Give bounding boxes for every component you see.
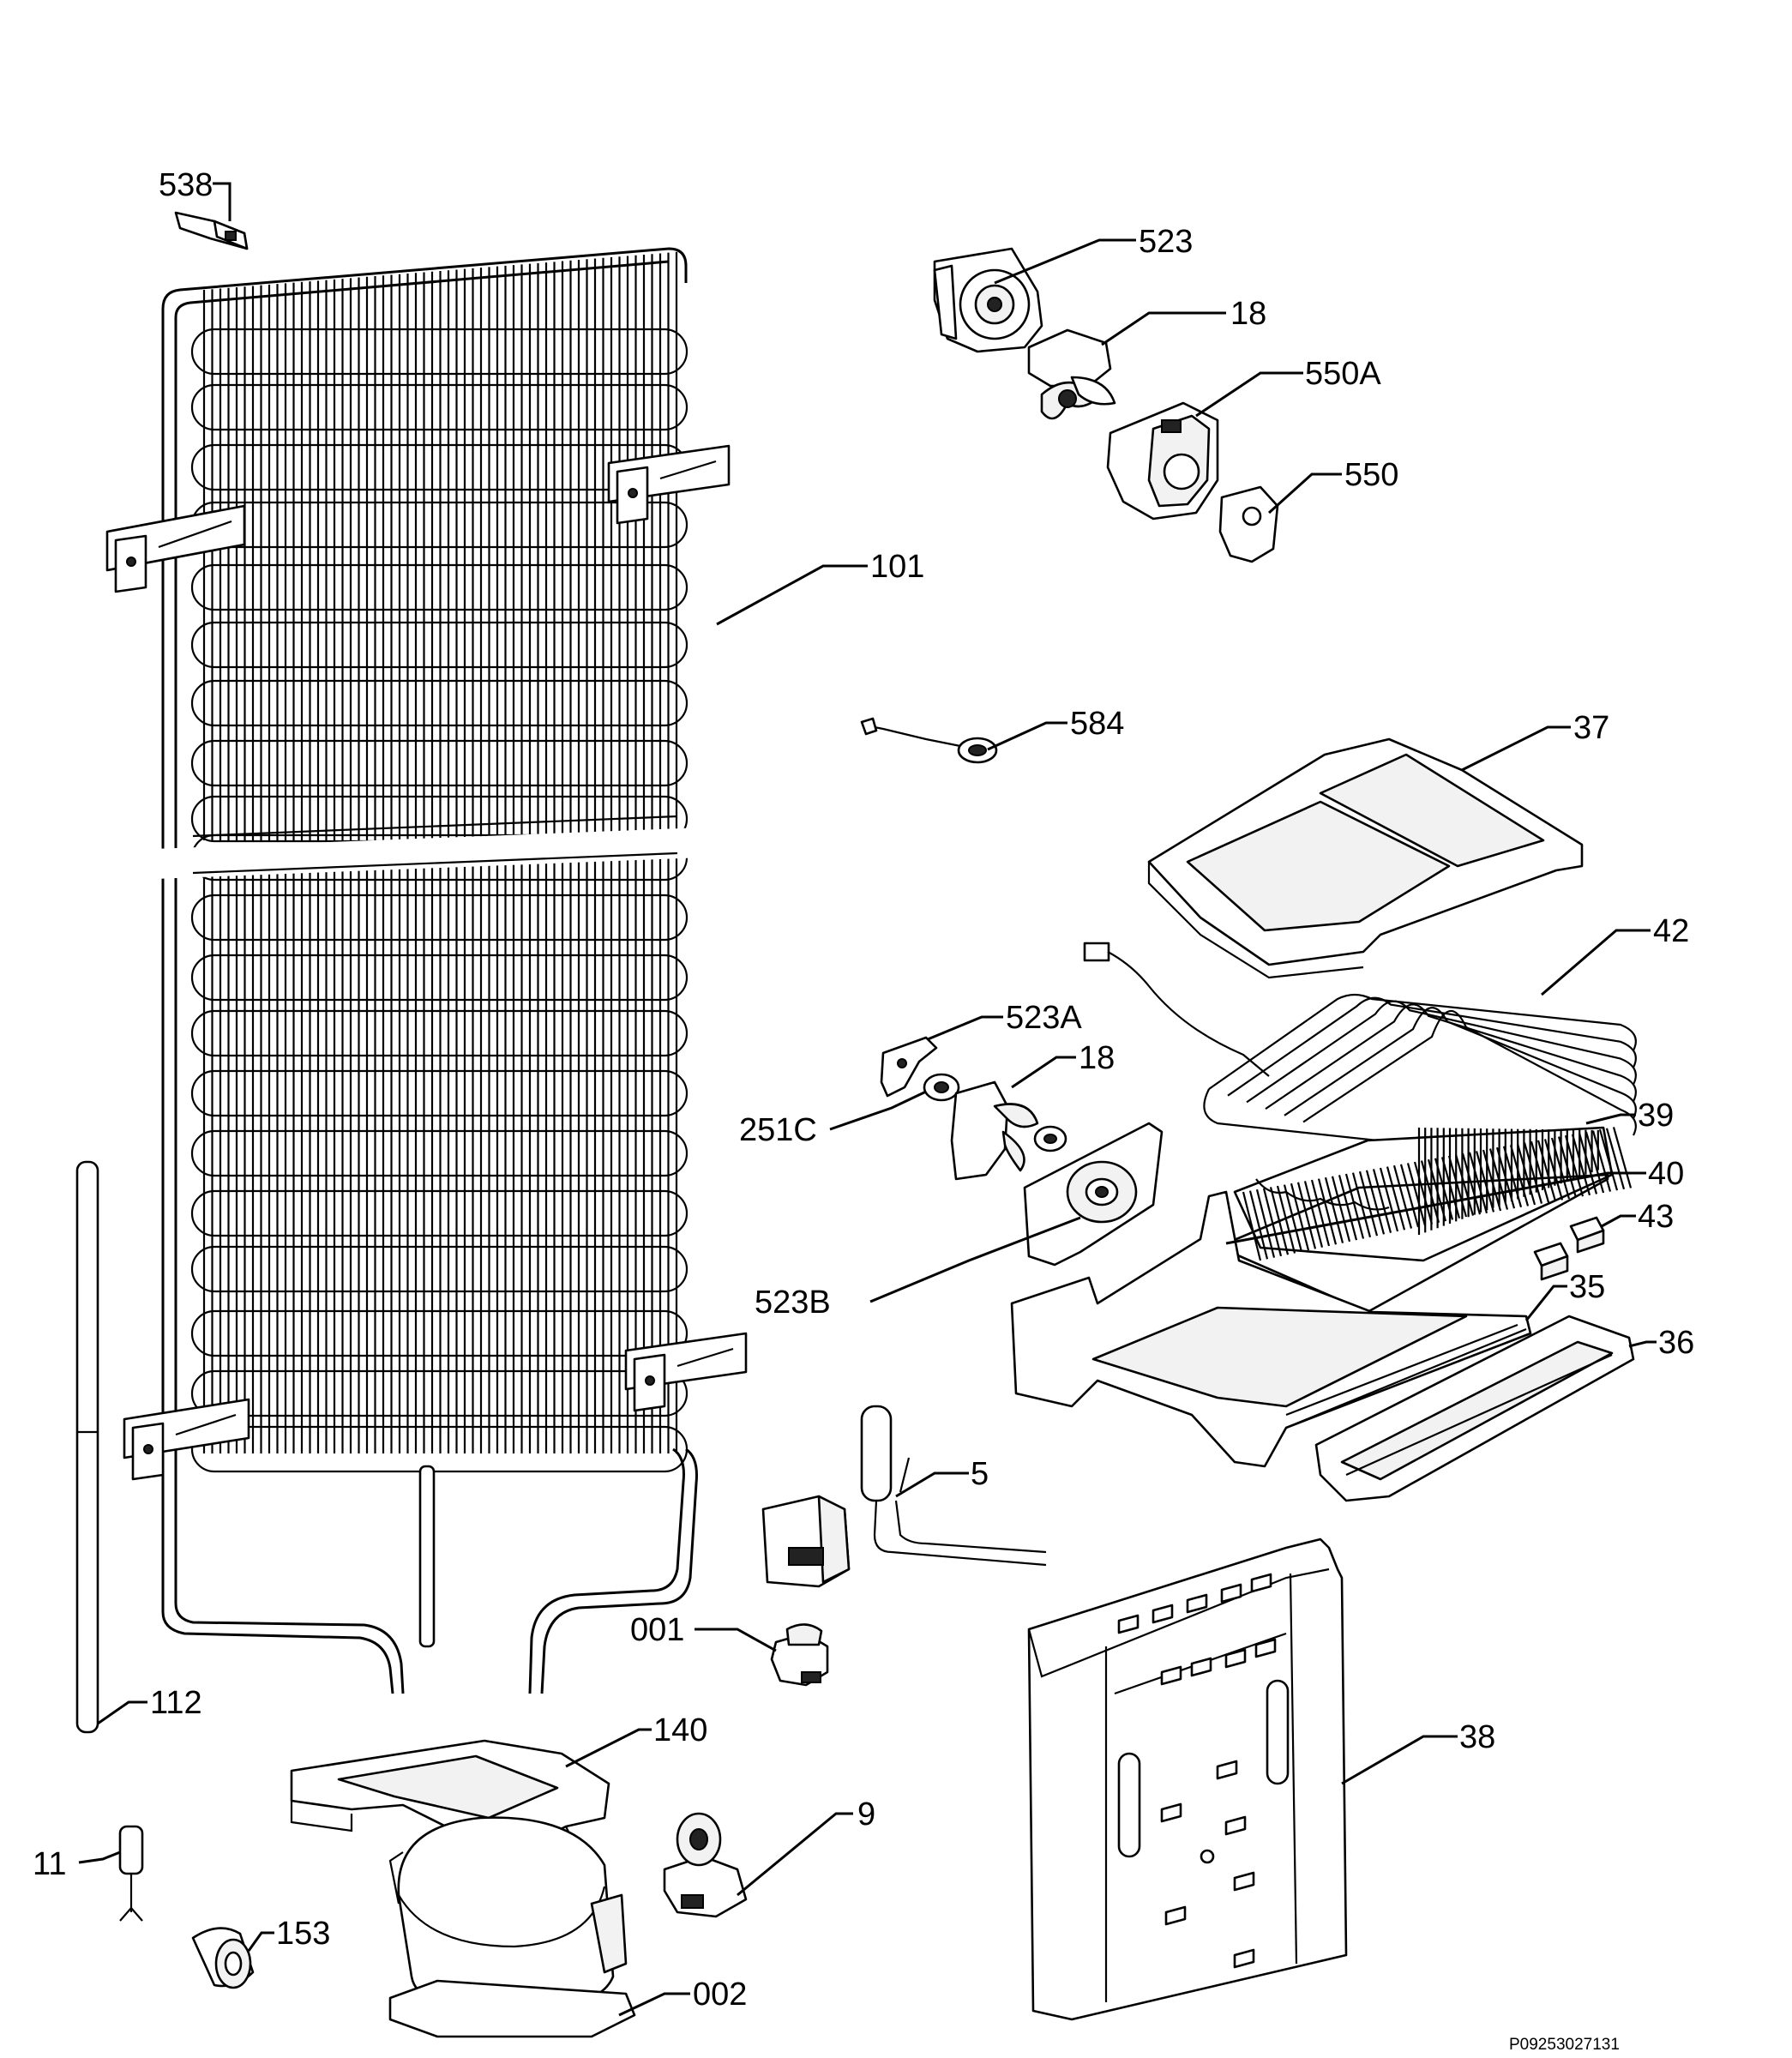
connector-part-538[interactable] [174,211,249,250]
callout-5: 5 [971,1456,989,1492]
callout-112: 112 [150,1685,202,1721]
evaporator-part-39[interactable] [1233,1126,1633,1262]
cover-panel-part-37[interactable] [1147,737,1584,979]
callout-002: 002 [693,1977,747,2013]
tube-part-112[interactable] [75,1160,99,1734]
drip-tray-part-35[interactable] [1010,1190,1532,1468]
callout-523a: 523A [1006,1000,1082,1036]
callout-550: 550 [1344,457,1398,493]
relay-part-001[interactable] [770,1623,829,1687]
grommet-part-251C[interactable] [923,1073,960,1102]
callout-35: 35 [1569,1269,1605,1305]
leader-lines [78,182,1657,2017]
callout-9: 9 [857,1796,875,1832]
valve-fitting-part-11[interactable] [118,1825,144,1922]
callout-251c: 251C [739,1112,817,1148]
duct-part-36[interactable] [1314,1315,1635,1502]
callout-11: 11 [33,1846,66,1882]
heater-part-42[interactable] [1203,993,1637,1151]
callout-101: 101 [870,549,924,585]
heater-cable [1083,942,1270,1077]
callout-550a: 550A [1305,356,1381,392]
drier-valve-part-5[interactable] [761,1405,1047,1588]
fan-plate-part-523B[interactable] [1023,1122,1164,1267]
fan-cap-part-550[interactable] [1218,485,1279,563]
rear-panel-slots [1117,1573,1277,1969]
callout-40: 40 [1648,1156,1684,1192]
callout-523b: 523B [755,1285,831,1321]
callout-39: 39 [1638,1098,1674,1134]
sensor-part-584[interactable] [860,717,998,764]
compressor-part-002[interactable] [388,1816,636,2038]
condenser-coil-part-101[interactable] [105,247,748,1694]
fan-motor-part-18-mid[interactable] [950,1080,1067,1181]
callout-153: 153 [276,1916,330,1952]
rear-panel-part-38[interactable] [1027,1537,1348,2021]
callout-001: 001 [630,1612,684,1648]
callout-538: 538 [159,167,213,203]
callout-37: 37 [1573,710,1609,746]
callout-523: 523 [1139,224,1193,260]
callout-140: 140 [653,1712,707,1748]
clip-part-43[interactable] [1533,1216,1605,1281]
callout-18-top: 18 [1230,296,1266,332]
callout-18-mid: 18 [1079,1040,1115,1076]
fan-cover-part-550A[interactable] [1106,401,1219,521]
fan-motor-part-18-top[interactable] [1027,328,1116,420]
callout-584: 584 [1070,706,1124,742]
overload-relay-part-9[interactable] [663,1812,748,1918]
callout-36: 36 [1658,1325,1694,1361]
callout-labels: 538 523 18 550A 550 101 584 37 42 523A 1… [33,167,1694,2054]
reference-number: P09253027131 [1509,2036,1620,2054]
callout-43: 43 [1638,1199,1674,1235]
grommet-part-153[interactable] [191,1927,255,1989]
callout-38: 38 [1459,1719,1495,1755]
callout-42: 42 [1653,913,1689,949]
fan-housing-part-523[interactable] [933,247,1043,353]
